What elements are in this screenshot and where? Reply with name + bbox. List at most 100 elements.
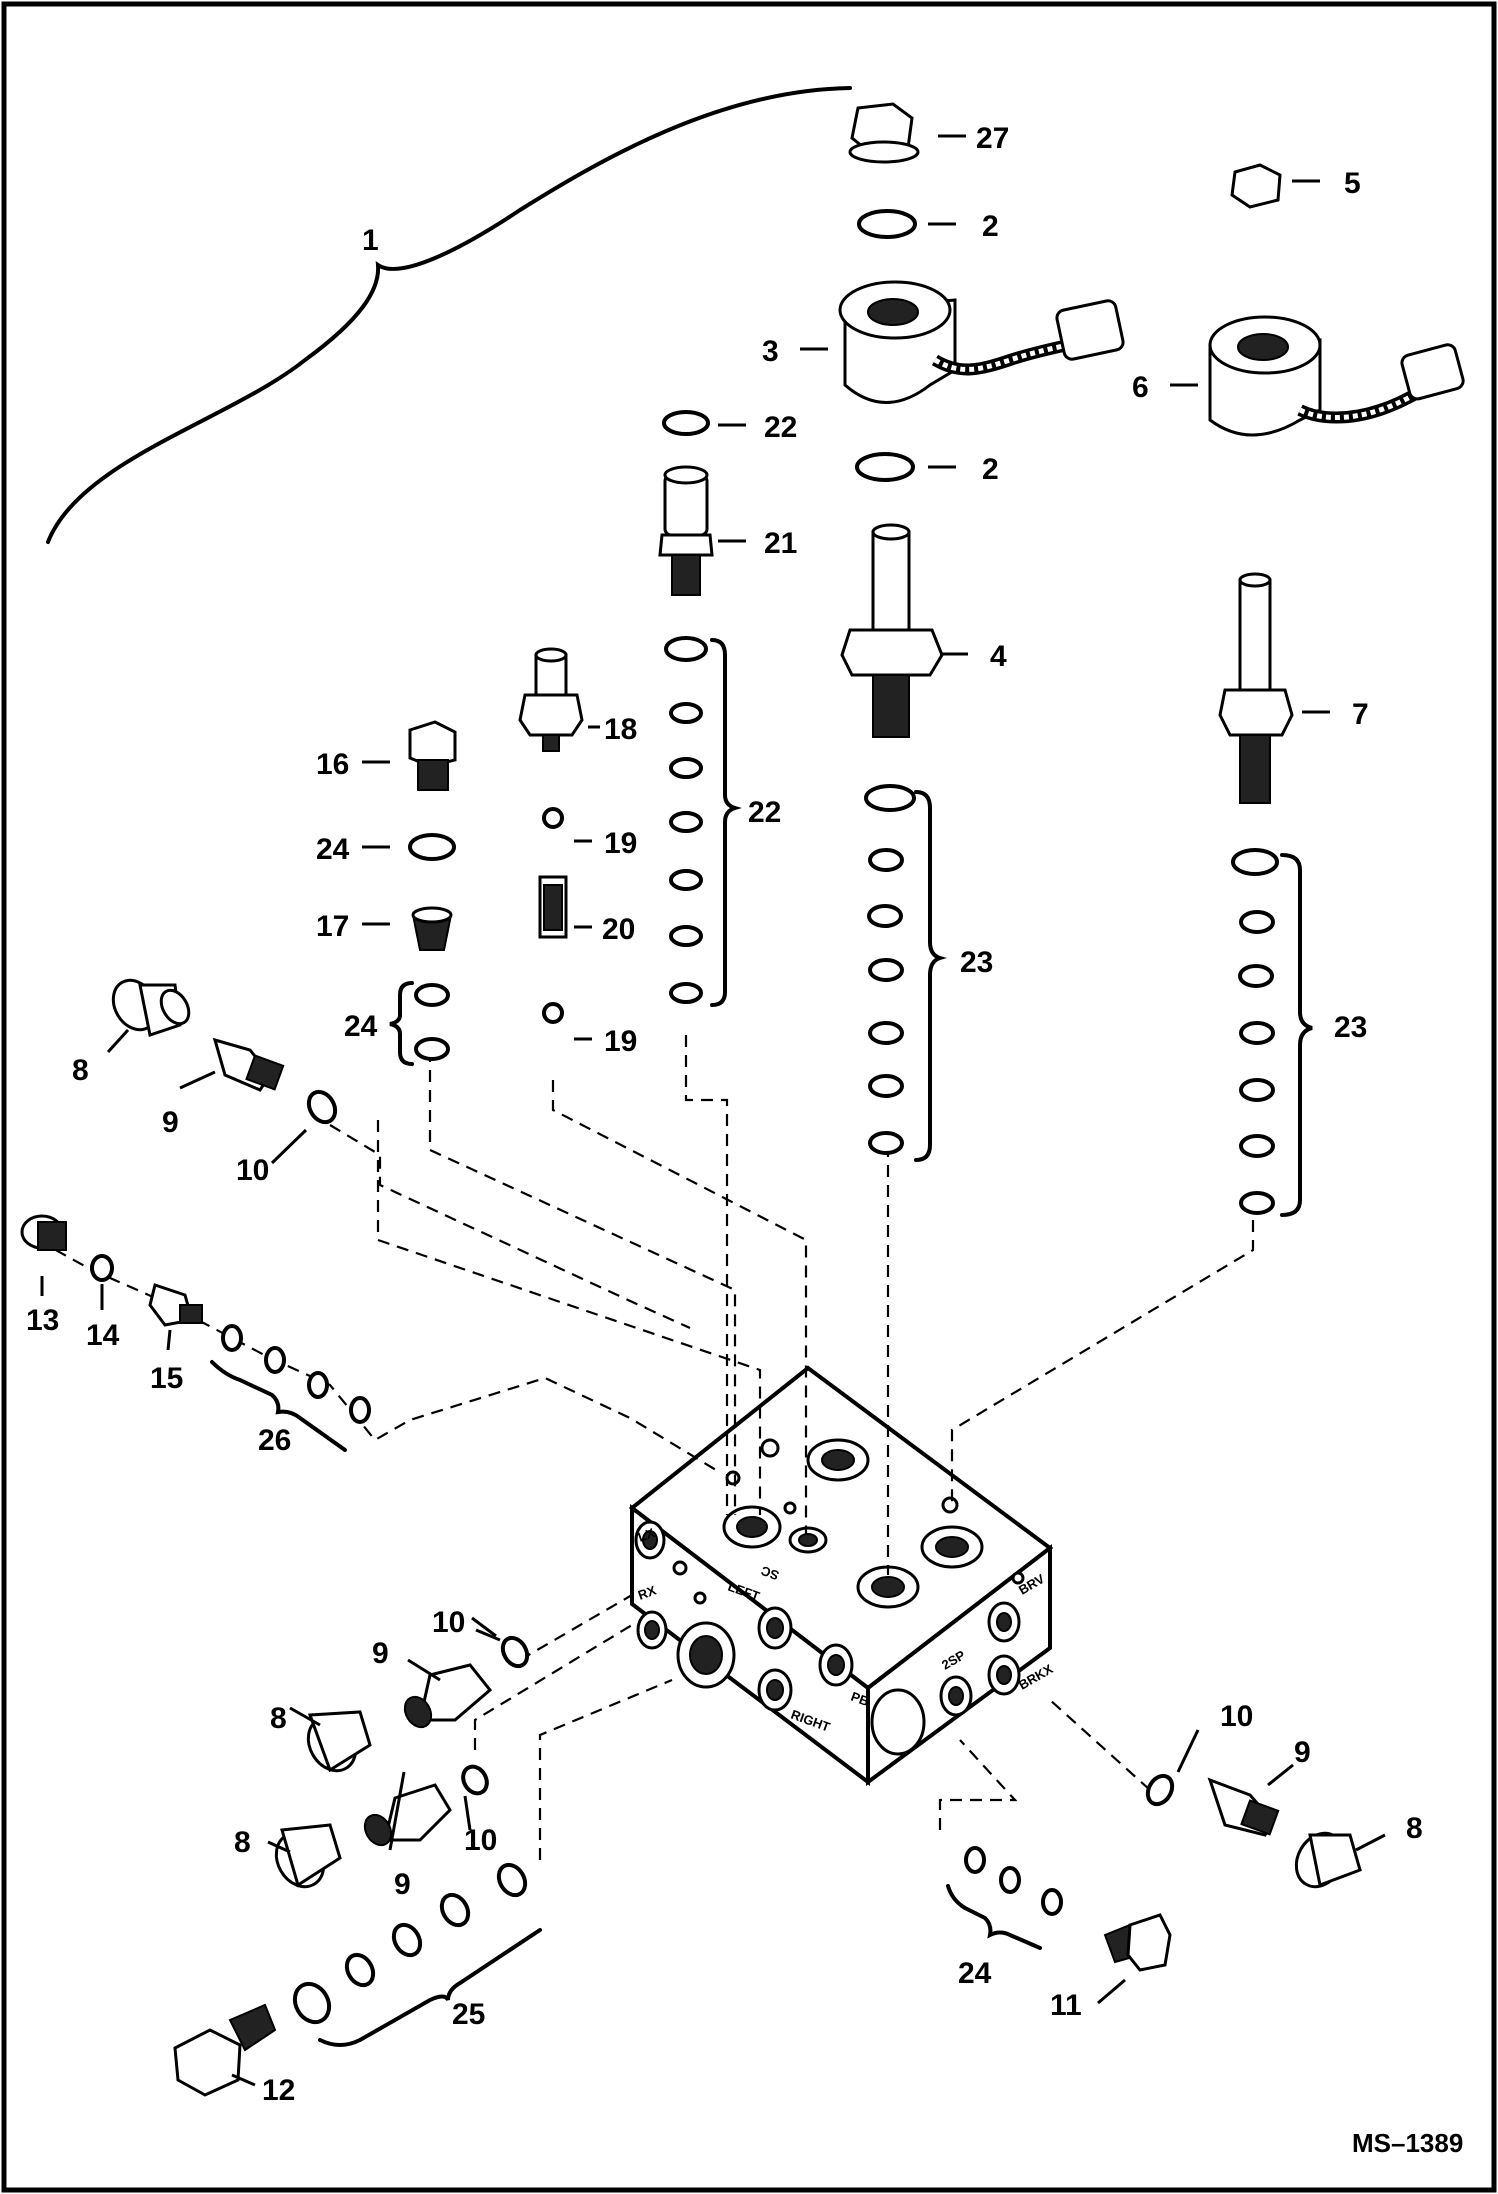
- o-ring-24-mid: [414, 983, 450, 1007]
- callout-7: 7: [1352, 698, 1369, 731]
- o-ring-2-upper: [857, 209, 917, 239]
- o-ring-10-low: [461, 1764, 489, 1796]
- callout-10-upper: 10: [236, 1154, 269, 1187]
- o-ring-14: [90, 1254, 114, 1282]
- o-ring-24-upper: [408, 833, 456, 861]
- callout-9-low: 9: [394, 1868, 411, 1901]
- plug-16: [408, 720, 457, 791]
- callout-8-right: 8: [1406, 1812, 1423, 1845]
- o-ring-stack-24-right: [964, 1846, 1063, 1916]
- leader-lines: [40, 134, 1386, 2087]
- o-ring-22: [662, 410, 710, 436]
- pressure-switch-18: [518, 647, 584, 752]
- brace-24-right: [946, 1884, 1042, 1950]
- o-ring-19-upper: [542, 807, 564, 829]
- brace-26: [210, 1360, 347, 1452]
- callout-12: 12: [262, 2074, 295, 2107]
- screen-17: [411, 906, 453, 951]
- callout-19-lower: 19: [604, 1025, 637, 1058]
- relief-valve-21: [658, 465, 714, 596]
- callout-26: 26: [258, 1424, 291, 1457]
- callout-17: 17: [316, 910, 349, 943]
- callout-8-low: 8: [234, 1826, 251, 1859]
- callout-21: 21: [764, 527, 797, 560]
- callout-15: 15: [150, 1362, 183, 1395]
- callout-9-right: 9: [1294, 1736, 1311, 1769]
- cartridge-valve-7: [1218, 572, 1294, 804]
- callout-22-upper: 22: [764, 411, 797, 444]
- cap-8-upper: [111, 978, 191, 1037]
- nut-5: [1230, 163, 1282, 209]
- brace-24-left: [389, 981, 414, 1066]
- callout-24-right: 24: [958, 1957, 992, 1990]
- cap-8-right: [1294, 1831, 1362, 1889]
- o-ring-2-lower: [855, 452, 915, 482]
- callout-2-upper: 2: [982, 210, 999, 243]
- adapter-20: [538, 875, 568, 939]
- brace-25: [318, 1928, 542, 2047]
- fitting-9-low: [363, 1783, 452, 1847]
- callout-6: 6: [1132, 371, 1149, 404]
- solenoid-coil-6: [1208, 315, 1465, 437]
- fitting-15: [148, 1283, 203, 1327]
- callout-22-brace: 22: [748, 796, 781, 829]
- plug-11: [1103, 1913, 1172, 1972]
- callout-11: 11: [1050, 1989, 1082, 2022]
- o-ring-stack-23-right: [1231, 848, 1279, 1215]
- fitting-9-mid: [403, 1663, 493, 1729]
- callout-8-mid: 8: [270, 1702, 287, 1735]
- port-label-sc: SC: [758, 1563, 781, 1583]
- callout-23-center: 23: [960, 946, 993, 979]
- brace-23-center: [914, 790, 947, 1162]
- callout-9-upper: 9: [162, 1106, 179, 1139]
- callout-5: 5: [1344, 167, 1361, 200]
- callout-25: 25: [452, 1998, 485, 2031]
- cap-8-mid: [306, 1710, 372, 1773]
- cap-27: [848, 102, 920, 164]
- callout-3: 3: [762, 335, 779, 368]
- callout-16: 16: [316, 748, 349, 781]
- fitting-9-right: [1207, 1777, 1280, 1837]
- assembly-lines: [37, 1035, 1255, 1860]
- o-ring-19-lower: [542, 1002, 564, 1024]
- port-label-pb: PB: [849, 1689, 871, 1709]
- brace-23-right: [1280, 853, 1313, 1217]
- callout-20: 20: [602, 913, 635, 946]
- plug-13: [20, 1214, 67, 1251]
- brace-22: [710, 638, 742, 1007]
- callout-13: 13: [26, 1304, 59, 1337]
- plug-12: [173, 2003, 277, 2097]
- callout-10-right: 10: [1220, 1700, 1253, 1733]
- o-ring-stack-25: [292, 1862, 528, 2025]
- callout-2-lower: 2: [982, 453, 999, 486]
- figure-reference-code: MS–1389: [1352, 2128, 1463, 2158]
- callout-9-mid: 9: [372, 1637, 389, 1670]
- callout-4: 4: [990, 640, 1007, 673]
- cap-8-low: [274, 1823, 342, 1889]
- callout-labels: 1 2 2 3 4 5 6 7 8 8 8 8 9 9 9 9 10 10 10…: [26, 122, 1423, 2107]
- o-ring-stack-23-center: [864, 784, 916, 1155]
- callout-1: 1: [362, 224, 379, 257]
- callout-23-right: 23: [1334, 1011, 1367, 1044]
- port-label-rx: RX: [636, 1582, 658, 1602]
- cartridge-valve-4: [840, 523, 944, 738]
- o-ring-stack-22: [664, 636, 708, 1004]
- callout-8-upper: 8: [72, 1054, 89, 1087]
- o-ring-10-right: [1145, 1773, 1175, 1807]
- o-ring-24-low: [414, 1037, 450, 1061]
- o-ring-10-mid: [500, 1635, 530, 1669]
- o-ring-stack-26: [221, 1324, 371, 1424]
- solenoid-coil-3: [838, 280, 1125, 404]
- callout-27: 27: [976, 122, 1009, 155]
- callout-10-mid: 10: [432, 1606, 465, 1639]
- callout-18: 18: [604, 713, 637, 746]
- callout-24-upper: 24: [316, 833, 350, 866]
- port-label-lx: LX: [636, 1525, 657, 1545]
- callout-14: 14: [86, 1319, 120, 1352]
- callout-24-brace: 24: [344, 1010, 378, 1043]
- callout-19-upper: 19: [604, 827, 637, 860]
- fitting-9-upper: [212, 1037, 285, 1092]
- valve-body: LX RX LEFT RIGHT PB 2SP BRV BRKX SC: [628, 1365, 1056, 1787]
- brace-assembly-1: [46, 86, 852, 544]
